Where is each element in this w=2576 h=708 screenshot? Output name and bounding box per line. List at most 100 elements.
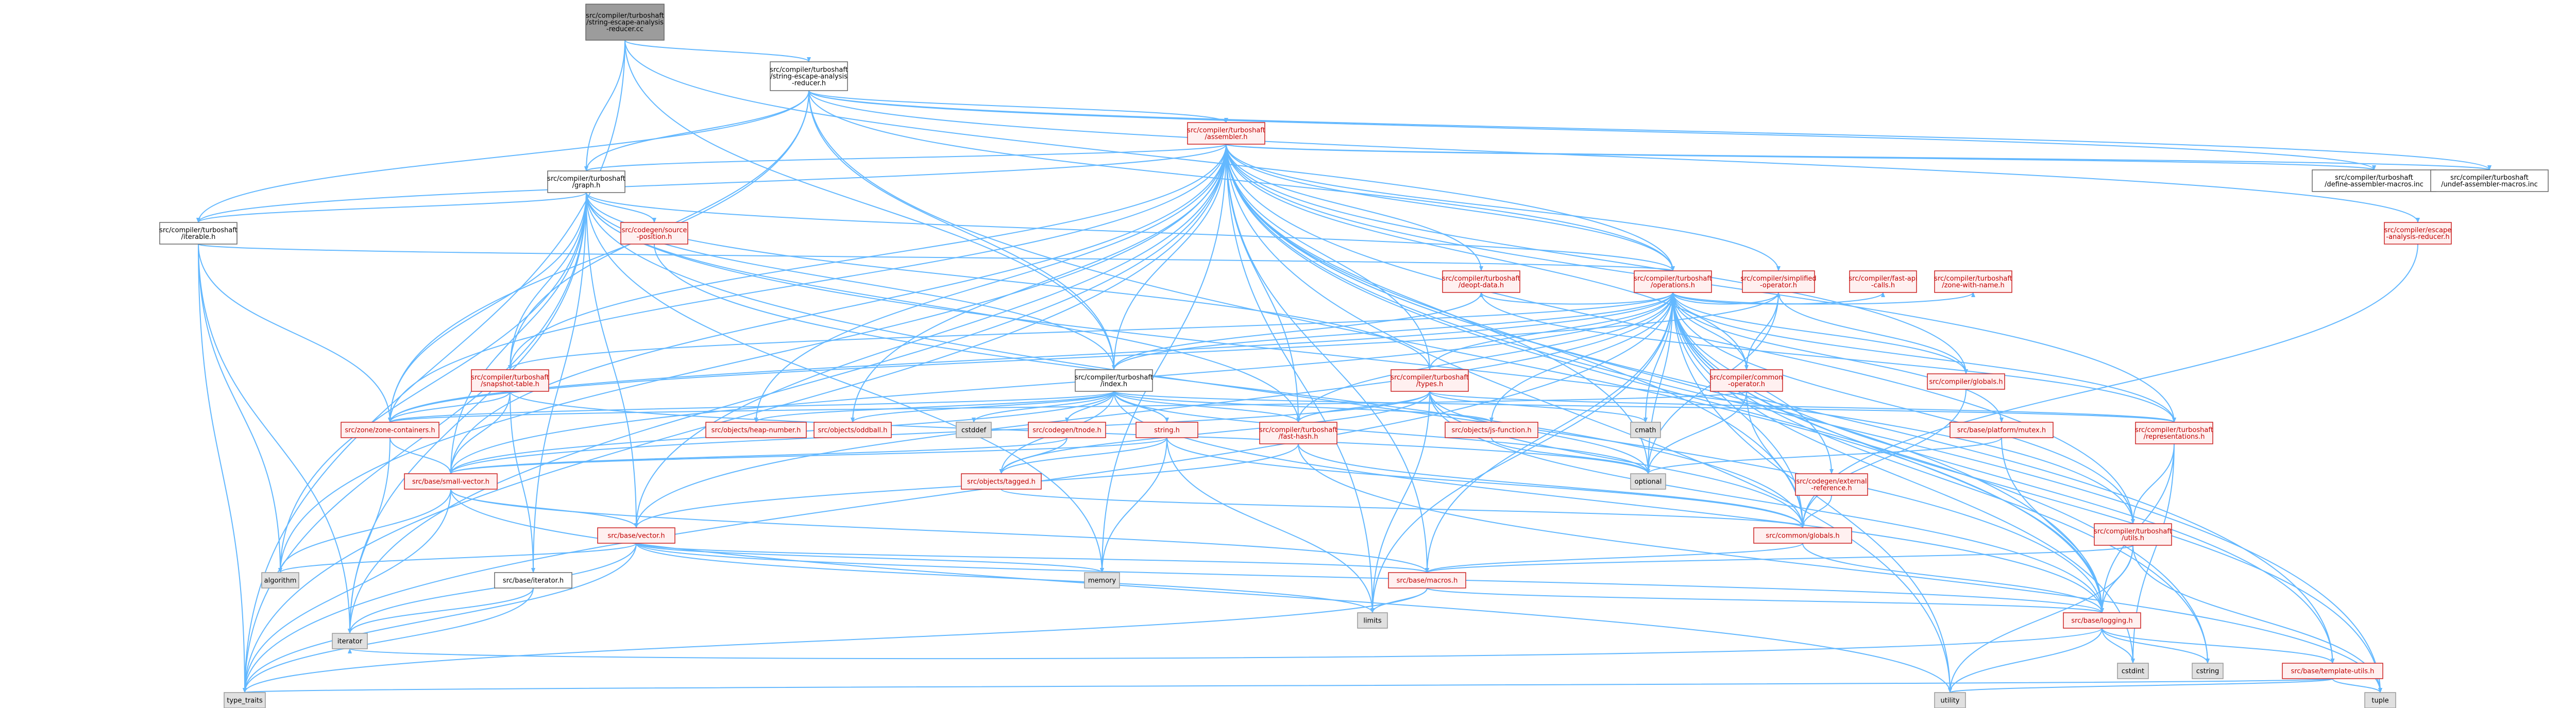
node-label-iteratorh: src/base/iterator.h <box>503 577 564 585</box>
edge-vector-to-algorithm <box>278 543 637 573</box>
node-types[interactable]: src/compiler/turboshaft/types.h <box>1391 369 1469 392</box>
node-index[interactable]: src/compiler/turboshaft/index.h <box>1075 369 1153 392</box>
node-tuple: tuple <box>2364 692 2396 708</box>
node-jsfunc[interactable]: src/objects/js-function.h <box>1445 422 1538 438</box>
node-label-simplified: src/compiler/simplified <box>1740 275 1816 283</box>
node-fastapi[interactable]: src/compiler/fast-api-calls.h <box>1849 270 1918 293</box>
edge-operations-to-smallvec <box>449 292 1673 474</box>
node-label-seah: src/compiler/turboshaft <box>770 66 848 74</box>
edge-simplified-to-cglobals <box>1778 292 1968 374</box>
edge-tnode-to-smallvec <box>449 437 1067 474</box>
node-box-graph <box>547 170 625 193</box>
edge-index-to-optional <box>1113 391 1650 474</box>
node-snapshot[interactable]: src/compiler/turboshaft/snapshot-table.h <box>471 369 549 392</box>
edge-assembler-to-macros <box>1226 144 1429 573</box>
edge-seah-to-index <box>808 90 1116 370</box>
node-zonecont[interactable]: src/zone/zone-containers.h <box>341 422 439 438</box>
nodes-layer: src/compiler/turboshaft/string-escape-an… <box>159 4 2549 708</box>
node-algorithm: algorithm <box>261 572 299 589</box>
edge-graph-to-index <box>586 192 1116 370</box>
node-label-typetraits: type_traits <box>227 697 263 705</box>
edge-operations-to-macros <box>1425 292 1673 573</box>
edge-graph-to-iterable <box>196 192 587 223</box>
node-box-optional <box>1630 473 1666 490</box>
node-stringh[interactable]: string.h <box>1136 422 1198 438</box>
edge-graph-to-operations <box>586 192 1675 271</box>
edge-assembler-to-cstring <box>1226 144 2210 664</box>
node-label-seah: -reducer.h <box>792 80 826 88</box>
node-iterable[interactable]: src/compiler/turboshaft/iterable.h <box>159 222 238 245</box>
edge-snapshot-to-zonecont <box>388 391 511 423</box>
node-srcpos[interactable]: src/codegen/source-position.h <box>620 222 688 245</box>
node-box-defasm <box>2312 169 2436 192</box>
node-fasthash[interactable]: src/compiler/turboshaft/fast-hash.h <box>1259 422 1337 444</box>
node-label-stringh: string.h <box>1154 427 1180 435</box>
node-iteratorh[interactable]: src/base/iterator.h <box>494 572 572 589</box>
node-label-template: src/base/template-utils.h <box>2291 668 2375 676</box>
edge-operations-to-mutex <box>1672 292 2004 423</box>
node-logging[interactable]: src/base/logging.h <box>2063 612 2141 629</box>
node-box-fastapi <box>1849 270 1917 293</box>
node-root[interactable]: src/compiler/turboshaft/string-escape-an… <box>585 4 665 41</box>
node-mutex[interactable]: src/base/platform/mutex.h <box>1950 422 2054 438</box>
node-label-tagged: src/objects/tagged.h <box>967 478 1036 486</box>
node-defasm[interactable]: src/compiler/turboshaft/define-assembler… <box>2312 169 2436 192</box>
node-label-macros: src/base/macros.h <box>1397 577 1458 585</box>
node-vector[interactable]: src/base/vector.h <box>597 527 675 544</box>
node-oddball[interactable]: src/objects/oddball.h <box>814 422 892 438</box>
node-commonglobals[interactable]: src/common/globals.h <box>1753 527 1852 544</box>
node-tagged[interactable]: src/objects/tagged.h <box>961 473 1042 490</box>
node-undefasm[interactable]: src/compiler/turboshaft/undef-assembler-… <box>2430 169 2549 192</box>
node-assembler[interactable]: src/compiler/turboshaft/assembler.h <box>1187 122 1265 145</box>
edge-assembler-to-operations <box>1226 144 1675 271</box>
node-label-defasm: /define-assembler-macros.inc <box>2325 181 2424 188</box>
edge-assembler-to-undefasm <box>1226 144 2492 170</box>
node-label-assembler: /assembler.h <box>1205 133 1248 141</box>
edge-root-to-index <box>624 40 1116 370</box>
edge-vector-to-limits <box>636 543 1375 613</box>
node-label-iterable: /iterable.h <box>181 233 216 241</box>
node-box-memory <box>1084 572 1120 589</box>
node-reprs[interactable]: src/compiler/turboshaft/representations.… <box>2135 422 2213 444</box>
edge-assembler-to-utility <box>1226 144 1952 693</box>
edge-snapshot-to-smallvec <box>449 391 511 474</box>
node-graph[interactable]: src/compiler/turboshaft/graph.h <box>547 170 625 193</box>
node-box-srcpos <box>620 222 688 245</box>
node-typetraits: type_traits <box>224 692 266 708</box>
node-heapnum[interactable]: src/objects/heap-number.h <box>705 422 807 438</box>
node-escape[interactable]: src/compiler/escape-analysis-reducer.h <box>2384 222 2452 245</box>
node-label-iterable: src/compiler/turboshaft <box>159 227 238 234</box>
node-template[interactable]: src/base/template-utils.h <box>2282 663 2383 679</box>
edge-template-to-typetraits <box>244 678 2333 693</box>
edge-types-to-fasthash <box>1296 391 1430 423</box>
node-label-cglobals: src/compiler/globals.h <box>1929 378 2003 386</box>
edge-deopt-to-index <box>1112 292 1482 370</box>
edge-logging-to-cstring <box>2102 628 2210 664</box>
node-operations[interactable]: src/compiler/turboshaft/operations.h <box>1634 270 1712 293</box>
node-label-deopt: /deopt-data.h <box>1459 282 1504 289</box>
edge-assembler-to-iterable <box>196 144 1227 223</box>
node-smallvec[interactable]: src/base/small-vector.h <box>404 473 498 490</box>
node-simplified[interactable]: src/compiler/simplified-operator.h <box>1740 270 1817 293</box>
node-commonop[interactable]: src/compiler/common-operator.h <box>1710 369 1783 392</box>
edge-fasthash-to-tuple <box>1298 443 2382 693</box>
node-tnode[interactable]: src/codegen/tnode.h <box>1028 422 1106 438</box>
node-label-tuple: tuple <box>2371 697 2388 705</box>
edge-vector-to-logging <box>636 543 2104 613</box>
node-box-cstddef <box>956 422 992 438</box>
edge-assembler-to-deopt <box>1226 144 1483 271</box>
edge-operations-to-zonecont <box>388 292 1673 423</box>
node-zonewithname[interactable]: src/compiler/turboshaft/zone-with-name.h <box>1934 270 2012 293</box>
node-seah[interactable]: src/compiler/turboshaft/string-escape-an… <box>770 61 848 91</box>
node-box-commonop <box>1710 369 1783 392</box>
node-macros[interactable]: src/base/macros.h <box>1388 572 1466 589</box>
node-cglobals[interactable]: src/compiler/globals.h <box>1927 373 2005 390</box>
node-label-deopt: src/compiler/turboshaft <box>1442 275 1520 283</box>
edge-seah-to-undefasm <box>808 90 2492 170</box>
node-tsutils[interactable]: src/compiler/turboshaft/utils.h <box>2094 523 2172 546</box>
node-box-logging <box>2063 612 2141 629</box>
node-deopt[interactable]: src/compiler/turboshaft/deopt-data.h <box>1442 270 1520 293</box>
node-cstring: cstring <box>2192 663 2224 679</box>
edge-operations-to-cstring <box>1672 292 2210 664</box>
node-extref[interactable]: src/codegen/external-reference.h <box>1795 473 1868 496</box>
